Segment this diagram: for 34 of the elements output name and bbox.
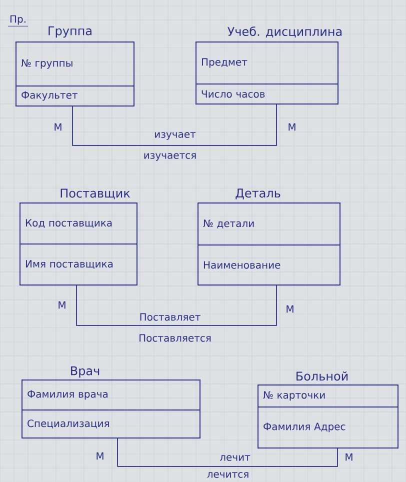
edge-label: лечит [220,455,250,461]
node-label: Поставщик [60,188,130,200]
attribute-cell: Число часов [196,84,338,104]
attribute-cell: Факультет [16,86,134,106]
attribute-cell: № карточки [258,384,398,408]
relationship-line [76,285,277,326]
relationship-label: изучается [144,153,196,161]
node-label: Больной [296,371,348,381]
node-label: Учеб. дисциплина [228,26,342,38]
node-label: Врач [71,366,100,378]
attribute-cell: Фамилия Адрес [258,406,398,448]
attribute-cell: Предмет [196,42,338,84]
relationship-label: М [286,305,294,313]
attribute-cell: Код поставщика [20,202,138,244]
relationship-line [117,438,338,467]
relationship-label: М [54,123,62,131]
relationship-label: М [58,301,66,309]
relationship-line [72,104,277,146]
relationship-label: лечится [207,472,248,478]
heading-label: Пр. [8,15,28,26]
attribute-cell: № группы [16,42,134,86]
attribute-cell: Специализация [22,410,200,438]
edge-label: Поставляет [140,313,200,321]
edge-label: изучает [155,132,196,140]
relationship-label: М [346,453,352,461]
attribute-cell: Наименование [198,244,340,286]
attribute-cell: Фамилия врача [22,380,200,410]
node-label: Группа [48,26,92,38]
relationship-label: М [288,123,296,131]
node-label: Деталь [236,188,280,200]
relationship-label: М [96,452,104,460]
attribute-cell: № детали [198,202,340,246]
relationship-label: Поставляется [140,334,211,342]
attribute-cell: Имя поставщика [20,244,138,286]
